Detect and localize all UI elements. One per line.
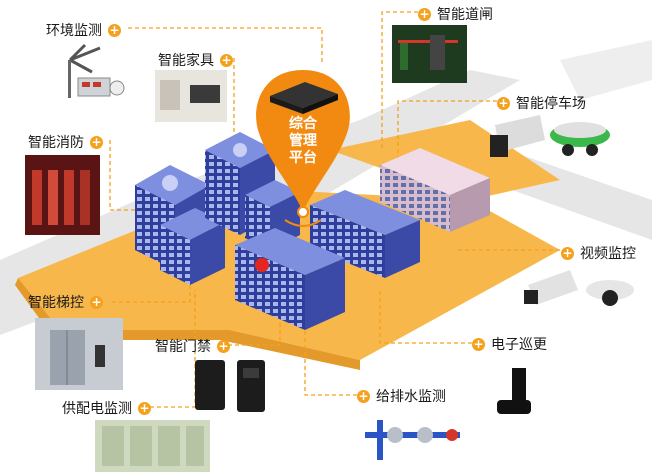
fire-room-icon — [25, 155, 100, 235]
label-text: 视频监控 — [580, 246, 636, 262]
label-video: + 视频监控 — [561, 243, 636, 263]
label-env: 环境监测 + — [46, 20, 121, 40]
plus-icon[interactable]: + — [561, 245, 574, 260]
plus-icon[interactable]: + — [138, 400, 151, 415]
gate-icon — [392, 25, 467, 83]
center-platform-text: 综合 管理 平台 — [289, 116, 317, 166]
power-cabinet-icon — [95, 420, 210, 472]
label-elevator: 智能梯控 + — [28, 292, 103, 312]
video-camera-icon — [524, 270, 634, 306]
label-text: 给排水监测 — [376, 389, 446, 405]
label-water: + 给排水监测 — [357, 386, 446, 406]
label-text: 智能消防 — [28, 135, 84, 151]
label-text: 智能门禁 — [155, 339, 211, 355]
patrol-stick-icon — [497, 368, 531, 414]
label-power: 供配电监测 + — [62, 398, 151, 418]
valve-icon — [365, 420, 460, 460]
building-center — [310, 190, 420, 278]
plus-icon[interactable]: + — [357, 388, 370, 403]
center-platform-label: 综合 管理 平台 — [278, 116, 328, 167]
platform-pin — [256, 70, 350, 227]
building-west — [135, 165, 225, 285]
label-patrol: + 电子巡更 — [472, 334, 547, 354]
weather-station-icon — [55, 40, 130, 105]
card-reader-icon — [195, 360, 265, 412]
plus-icon[interactable]: + — [90, 294, 103, 309]
alert-marker — [255, 258, 269, 272]
label-gate: + 智能道闸 — [418, 4, 493, 24]
plus-icon[interactable]: + — [220, 52, 233, 67]
plus-icon[interactable]: + — [418, 6, 431, 21]
camera-icon — [490, 115, 610, 157]
elevator-icon — [35, 318, 123, 390]
label-home: 智能家具 + — [158, 50, 233, 70]
plus-icon[interactable]: + — [217, 338, 230, 353]
plus-icon[interactable]: + — [497, 95, 510, 110]
plus-icon[interactable]: + — [108, 22, 121, 37]
server-icon — [270, 82, 338, 114]
label-access: 智能门禁 + — [155, 336, 230, 356]
label-text: 供配电监测 — [62, 401, 132, 417]
label-fire: 智能消防 + — [28, 132, 103, 152]
label-text: 环境监测 — [46, 23, 102, 39]
label-parking: + 智能停车场 — [497, 93, 586, 113]
label-text: 智能家具 — [158, 53, 214, 69]
label-text: 智能停车场 — [516, 96, 586, 112]
label-text: 智能梯控 — [28, 295, 84, 311]
home-icon — [155, 70, 227, 122]
label-text: 智能道闸 — [437, 7, 493, 23]
plus-icon[interactable]: + — [90, 134, 103, 149]
plus-icon[interactable]: + — [472, 336, 485, 351]
building-south — [235, 228, 345, 330]
building-east-pink — [380, 148, 490, 232]
label-text: 电子巡更 — [491, 337, 547, 353]
